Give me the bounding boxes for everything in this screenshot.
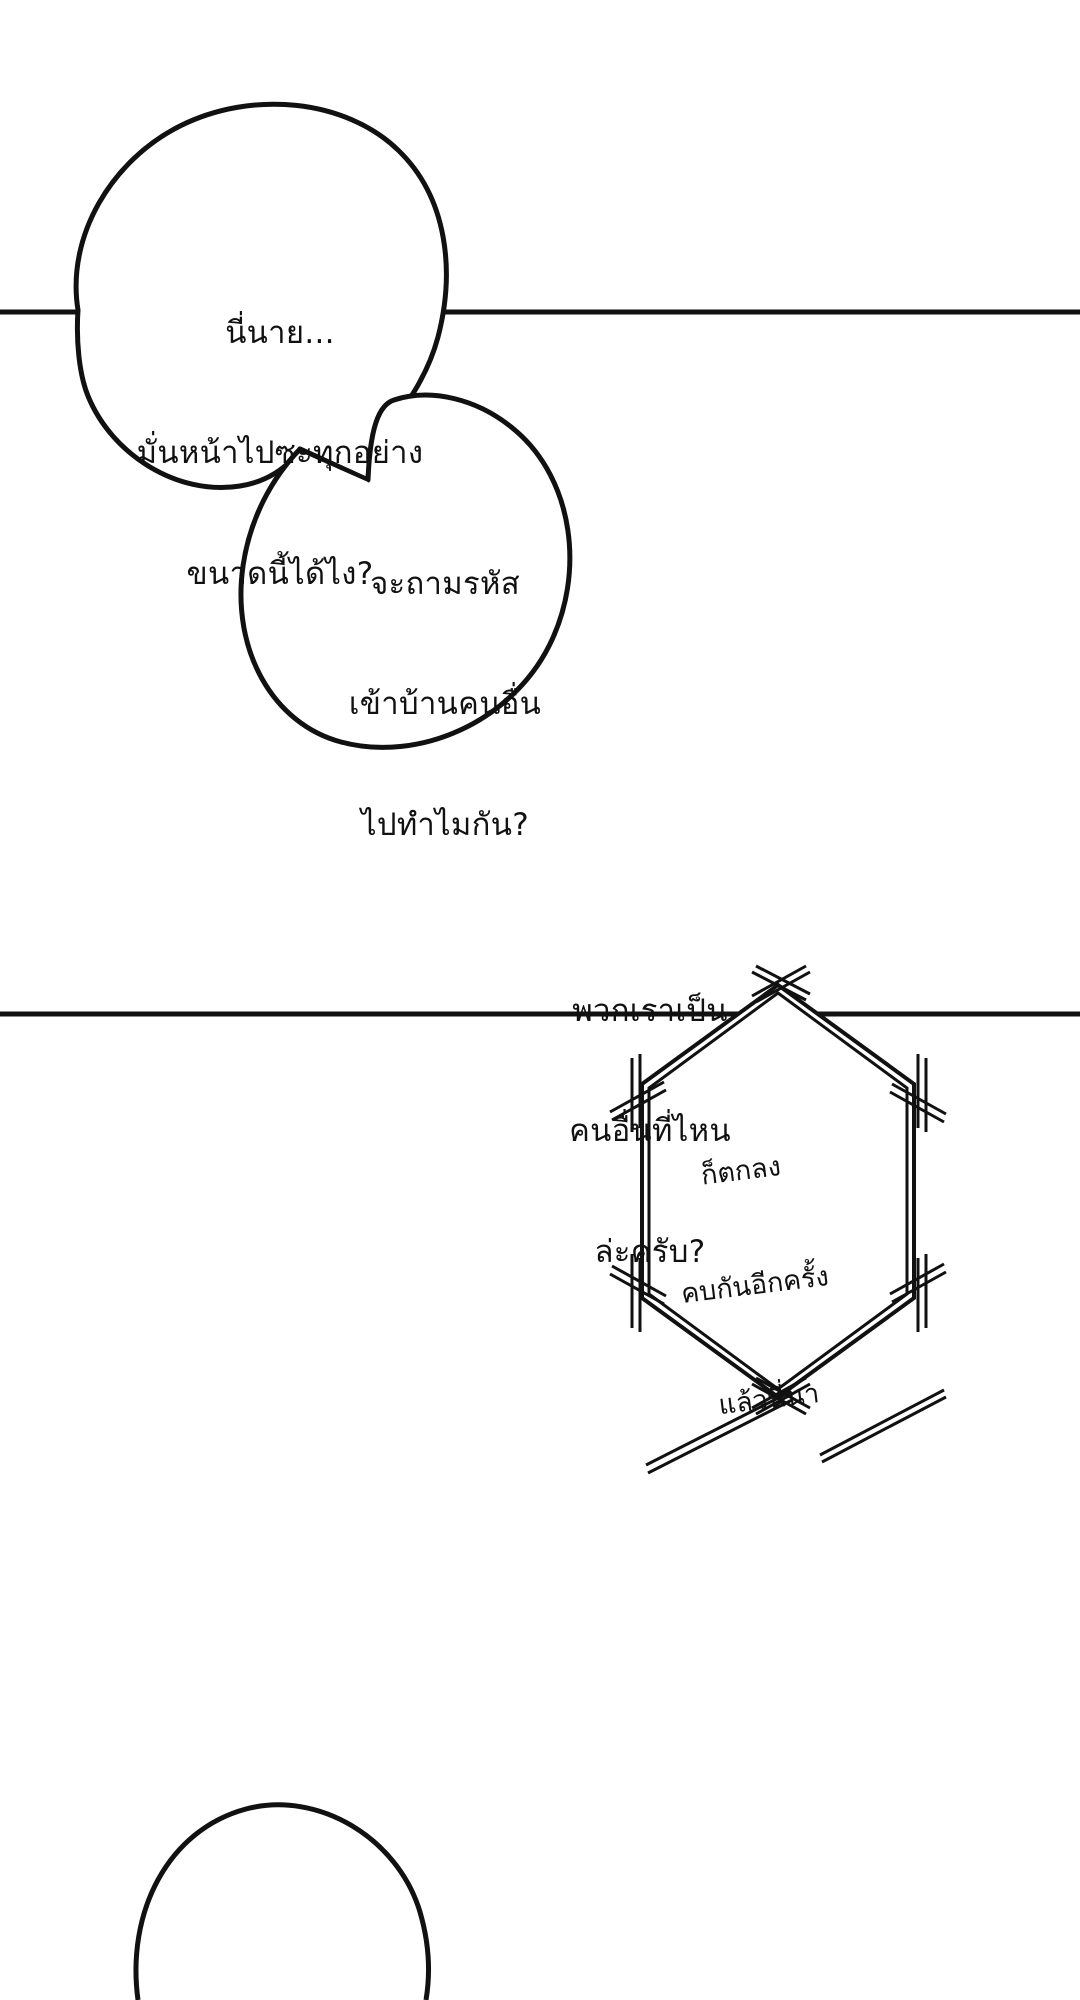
bubble-1-line-3: ขนาดนี้ได้ไง? bbox=[186, 556, 374, 593]
speech-bubble-1-text: นี่นาย... มั่นหน้าไปซะทุกอย่าง ขนาดนี้ได… bbox=[120, 232, 440, 675]
bubble-seam-cover bbox=[296, 452, 368, 492]
bubble-1-line-2: มั่นหน้าไปซะทุกอย่าง bbox=[136, 435, 424, 472]
bubble-2-line-3: ไปทำไมกัน? bbox=[361, 807, 529, 844]
caption-1-line-3: แล้วนี่นา bbox=[716, 1377, 822, 1421]
handwritten-caption-text: ก็ตกลง คบกันอีกครั้ง แล้วนี่นา bbox=[605, 1061, 905, 1510]
bubble-3-line-2: คนอื่นที่ไหน bbox=[569, 1113, 731, 1150]
bubble-2-line-1: จะถามรหัส bbox=[370, 565, 520, 602]
hexagon-spike-right-upper bbox=[889, 1054, 947, 1132]
caption-tilt-strokes bbox=[645, 1388, 947, 1475]
caption-1-line-2: คบกันอีกครั้ง bbox=[679, 1260, 831, 1310]
bubble-3-line-1: พวกเราเป็น bbox=[572, 992, 728, 1029]
speech-bubble-partial-bottom bbox=[133, 1802, 431, 2000]
hexagon-spike-left-upper bbox=[609, 1054, 667, 1132]
speech-bubble-2-text: จะถามรหัส เข้าบ้านคนอื่น ไปทำไมกัน? bbox=[290, 483, 600, 926]
hexagon-spike-left-lower bbox=[609, 1254, 667, 1332]
hexagon-spike-right-lower bbox=[889, 1254, 947, 1332]
bubble-2-line-2: เข้าบ้านคนอื่น bbox=[348, 686, 542, 723]
bubble-3-line-3: ล่ะครับ? bbox=[594, 1234, 706, 1271]
speech-bubble-2 bbox=[238, 392, 573, 750]
hexagon-spike-top bbox=[751, 964, 811, 1004]
bubble-1-line-1: นี่นาย... bbox=[225, 314, 335, 351]
speech-bubble-3-text: พวกเราเป็น คนอื่นที่ไหน ล่ะครับ? bbox=[500, 910, 800, 1353]
speech-bubble-1 bbox=[73, 101, 449, 490]
caption-1-line-1: ก็ตกลง bbox=[699, 1150, 783, 1192]
